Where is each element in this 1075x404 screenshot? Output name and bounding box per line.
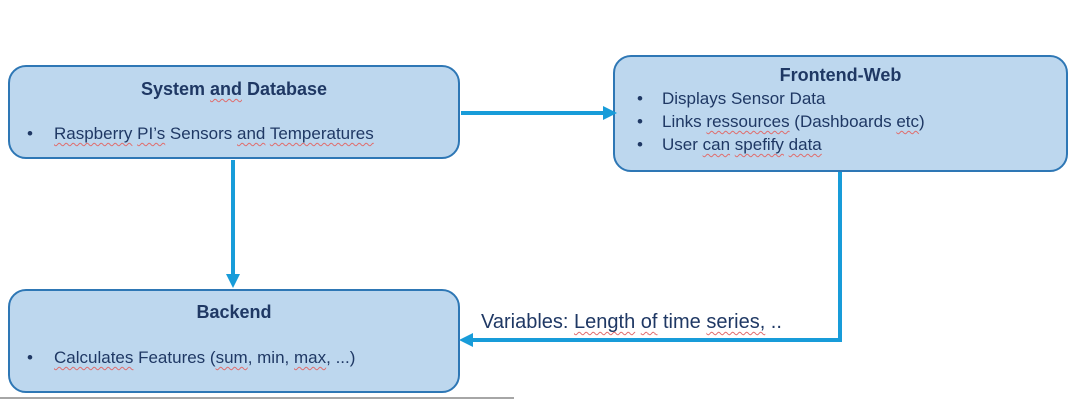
bullet-marker: • [637, 112, 643, 131]
bullet-marker: • [637, 89, 643, 108]
bullet-text: User can spefify data [662, 135, 822, 154]
node-title: Frontend-Web [779, 65, 902, 85]
node-frontend-web: Frontend-Web • Displays Sensor Data • Li… [613, 55, 1068, 172]
arrow-system-to-frontend-line [461, 111, 605, 115]
bullet-item: • User can spefify data [637, 133, 1066, 156]
bullet-list: • Calculates Features (sum, min, max, ..… [10, 346, 458, 369]
node-title: Backend [196, 302, 272, 322]
bullet-marker: • [637, 135, 643, 154]
bullet-text: Calculates Features (sum, min, max, ...) [54, 348, 356, 367]
bullet-list: • Raspberry PI’s Sensors and Temperature… [10, 122, 458, 145]
arrow-system-to-backend-head-icon [226, 274, 240, 288]
arrow-system-to-backend-line [231, 160, 235, 276]
bullet-list: • Displays Sensor Data • Links ressource… [615, 87, 1066, 156]
bullet-item: • Links ressources (Dashboards etc) [637, 110, 1066, 133]
arrow-system-to-frontend-head-icon [603, 106, 617, 120]
bullet-item: • Raspberry PI’s Sensors and Temperature… [27, 122, 458, 145]
bullet-item: • Displays Sensor Data [637, 87, 1066, 110]
node-title: System and Database [140, 79, 328, 99]
bullet-text: Raspberry PI’s Sensors and Temperatures [54, 124, 374, 143]
bullet-item: • Calculates Features (sum, min, max, ..… [27, 346, 458, 369]
node-system-and-database: System and Database • Raspberry PI’s Sen… [8, 65, 460, 159]
bullet-text: Links ressources (Dashboards etc) [662, 112, 925, 131]
node-backend: Backend • Calculates Features (sum, min,… [8, 289, 460, 393]
arrow-frontend-to-backend-vertical-line [838, 172, 842, 342]
bullet-text: Displays Sensor Data [662, 89, 826, 108]
bullet-marker: • [27, 124, 33, 143]
edge-label-variables: Variables: Length of time series, .. [481, 311, 782, 333]
arrow-frontend-to-backend-head-icon [459, 333, 473, 347]
bullet-marker: • [27, 348, 33, 367]
window-edge-line [0, 397, 514, 399]
arrow-frontend-to-backend-horizontal-line [473, 338, 842, 342]
